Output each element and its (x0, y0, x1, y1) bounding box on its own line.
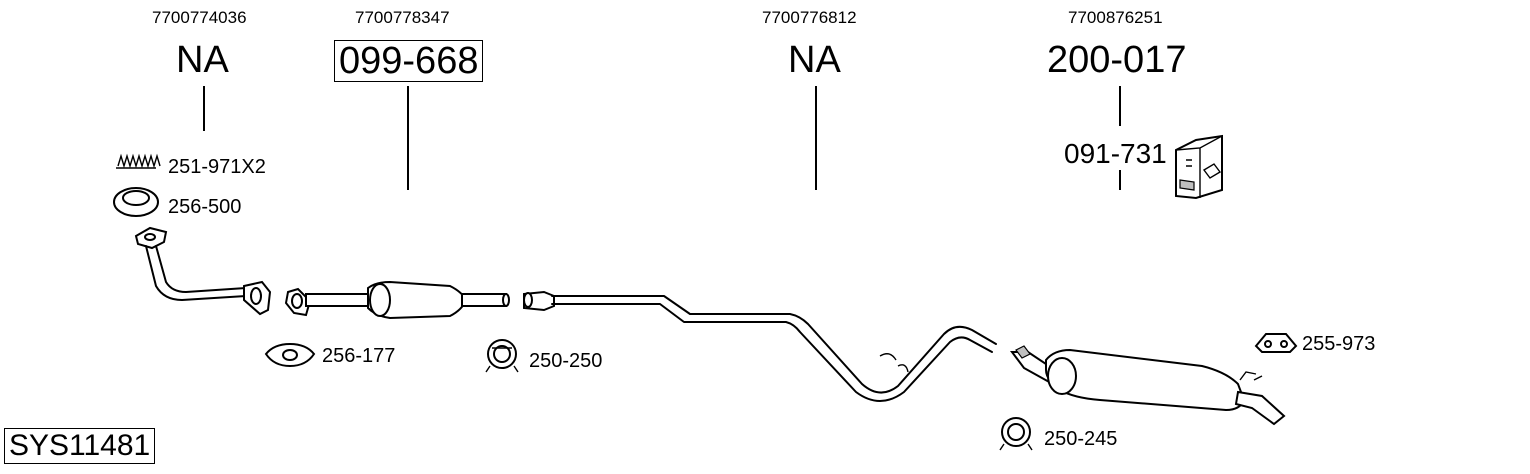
ring-gasket-icon[interactable] (113, 187, 159, 217)
front-pipe-icon[interactable] (134, 226, 272, 316)
flange-gasket-lower-icon[interactable] (264, 342, 316, 368)
label-clamp-front[interactable]: 250-250 (529, 350, 603, 372)
rear-muffler-icon[interactable] (1010, 345, 1286, 426)
fitting-kit-code[interactable]: 091-731 (1064, 138, 1167, 169)
oem-number-2: 7700778347 (355, 8, 450, 27)
spring-icon[interactable] (116, 153, 161, 169)
rubber-mount-icon[interactable] (1254, 333, 1298, 353)
part-code-2[interactable]: 099-668 (334, 40, 484, 82)
label-flange-gasket[interactable]: 256-177 (322, 345, 396, 367)
part-code-4[interactable]: 200-017 (1047, 39, 1187, 81)
clamp-rear-icon[interactable] (999, 417, 1033, 451)
label-ring-gasket[interactable]: 256-500 (168, 196, 242, 218)
catalytic-converter-icon[interactable] (305, 280, 510, 320)
label-clamp-rear[interactable]: 250-245 (1044, 428, 1118, 450)
oem-number-1: 7700774036 (152, 8, 247, 27)
oem-number-4: 7700876251 (1068, 8, 1163, 27)
label-rubber-mount[interactable]: 255-973 (1302, 333, 1376, 355)
bosal-fitting-kit-box-icon[interactable] (1175, 134, 1223, 200)
part-code-3[interactable]: NA (788, 39, 841, 81)
middle-pipe-icon[interactable] (523, 290, 997, 402)
system-id: SYS11481 (4, 428, 156, 464)
clamp-front-icon[interactable] (485, 339, 519, 373)
flange-gasket-icon[interactable] (284, 287, 312, 317)
label-spring[interactable]: 251-971X2 (168, 156, 266, 178)
part-code-1[interactable]: NA (176, 39, 229, 81)
oem-number-3: 7700776812 (762, 8, 857, 27)
